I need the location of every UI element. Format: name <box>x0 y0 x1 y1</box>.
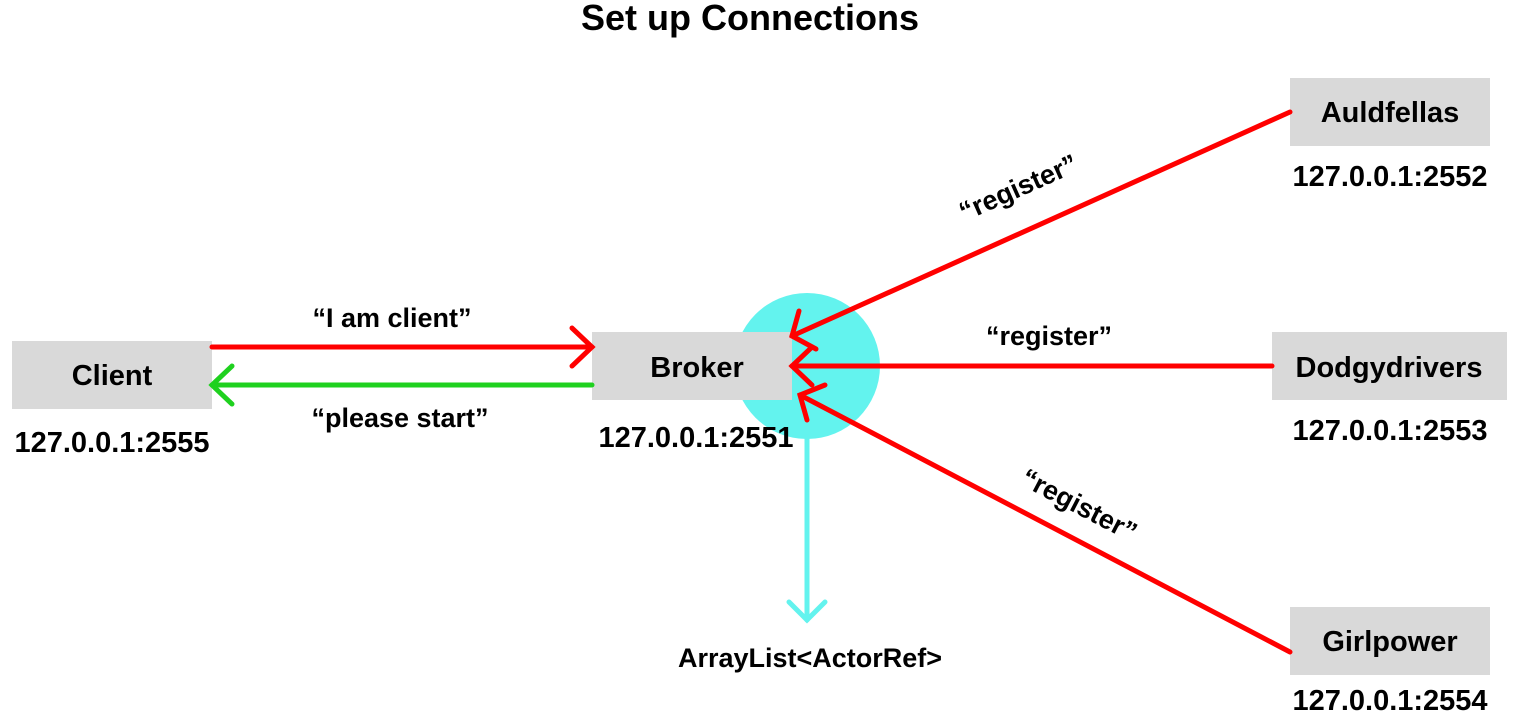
dodgydrivers-address: 127.0.0.1:2553 <box>1292 415 1487 447</box>
girlpower-label: Girlpower <box>1322 626 1457 658</box>
broker-box <box>592 332 792 400</box>
message-i-am-client: “I am client” <box>312 303 471 333</box>
auldfellas-address: 127.0.0.1:2552 <box>1292 161 1487 193</box>
auldfellas-label: Auldfellas <box>1321 97 1460 129</box>
message-register-dodgydrivers: “register” <box>986 321 1112 351</box>
dodgydrivers-box <box>1272 332 1507 400</box>
client-to-broker-arrow <box>209 325 596 369</box>
client-address: 127.0.0.1:2555 <box>14 427 209 459</box>
message-register-girlpower: “register” <box>1016 463 1142 548</box>
auldfellas-to-broker-arrow <box>789 109 1293 352</box>
client-label: Client <box>72 360 153 392</box>
broker-address: 127.0.0.1:2551 <box>598 422 793 454</box>
broker-label: Broker <box>650 352 744 384</box>
auldfellas-box <box>1290 78 1490 146</box>
girlpower-address: 127.0.0.1:2554 <box>1292 685 1487 714</box>
girlpower-to-broker-arrow <box>796 382 1293 655</box>
dodgydrivers-label: Dodgydrivers <box>1296 352 1483 384</box>
registry-label: ArrayList<ActorRef> <box>678 643 942 673</box>
message-please-start: “please start” <box>311 403 488 433</box>
client-box <box>12 341 212 409</box>
broker-to-client-arrow <box>208 363 595 407</box>
diagram-title: Set up Connections <box>581 0 919 38</box>
registry-arrow <box>786 434 828 624</box>
girlpower-box <box>1290 607 1490 675</box>
dodgydrivers-to-broker-arrow <box>788 344 1275 388</box>
